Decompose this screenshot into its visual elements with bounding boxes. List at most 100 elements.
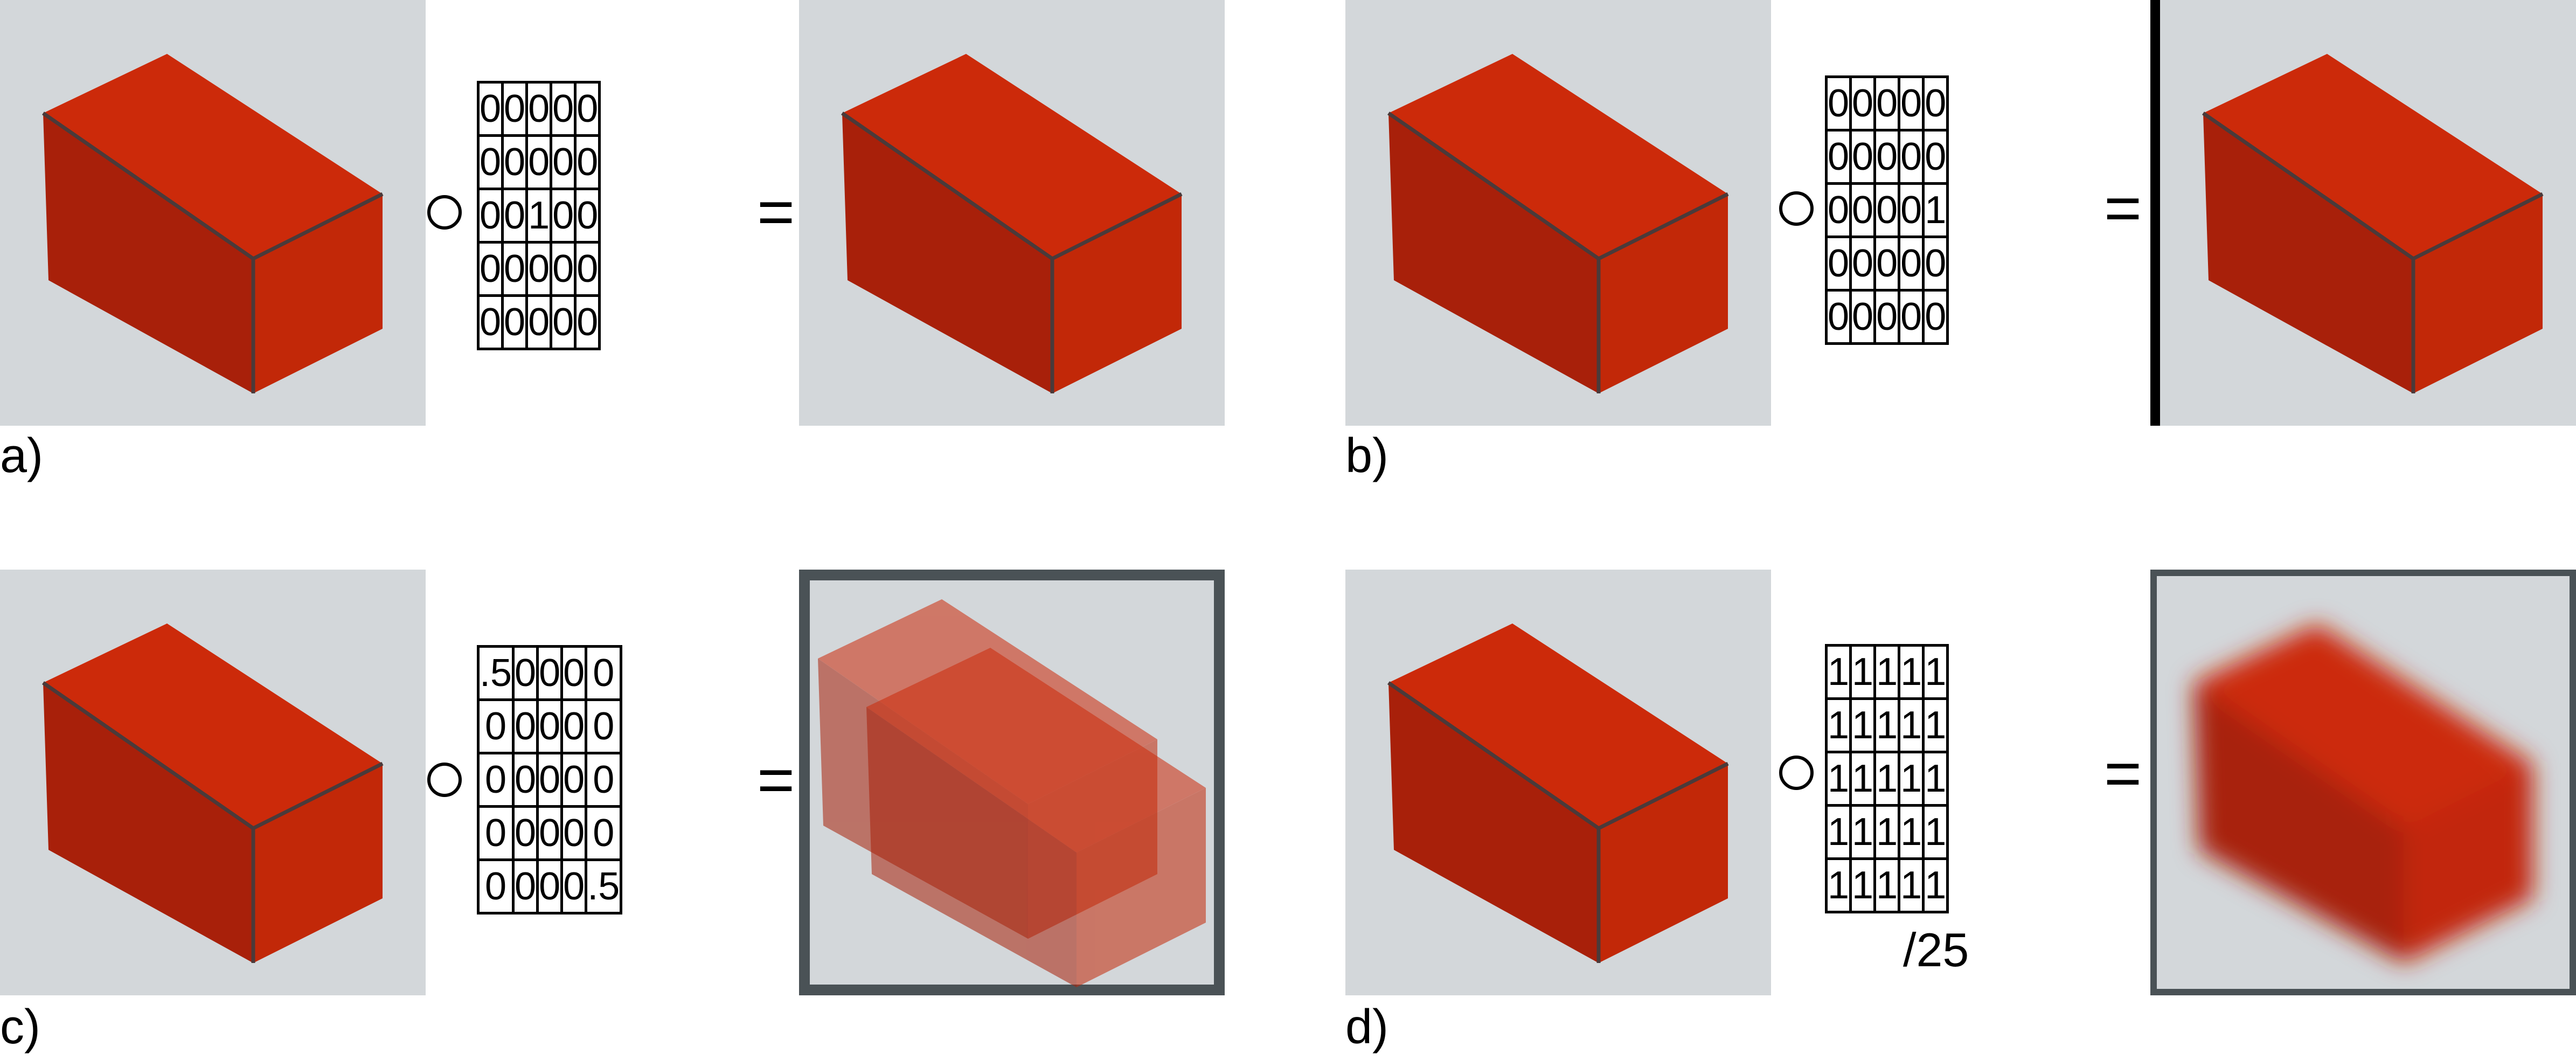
- kernel-cell: 0: [1849, 235, 1877, 292]
- kernel-cell: 0: [1824, 182, 1852, 238]
- kernel-cell: 0: [560, 858, 588, 914]
- kernel-cell: 1: [1898, 644, 1925, 700]
- brick-image-identity: [799, 0, 1225, 426]
- equals-operator: =: [2104, 737, 2142, 809]
- kernel-cell: 0: [574, 294, 601, 350]
- kernel-cell: 0: [550, 294, 577, 350]
- kernel-cell: 1: [1849, 857, 1877, 913]
- kernel-cell: 0: [476, 81, 504, 137]
- kernel-cell: 0: [560, 645, 588, 701]
- kernel-cell: 0: [1849, 289, 1877, 345]
- kernel-cell: 0: [574, 241, 601, 297]
- panel-label: c): [0, 1000, 40, 1054]
- kernel-cell: 0: [476, 294, 504, 350]
- kernel-cell: 1: [1922, 697, 1949, 753]
- kernel-cell: 1: [1898, 751, 1925, 807]
- kernel-cell: 0: [550, 134, 577, 190]
- brick-image-blurred: [2150, 570, 2576, 995]
- kernel-cell: 1: [1922, 804, 1949, 860]
- kernel-cell: 1: [1873, 697, 1901, 753]
- kernel-cell: 0: [585, 805, 623, 861]
- input-image: [1345, 570, 1771, 995]
- result-image: [799, 570, 1225, 995]
- kernel-cell: 1: [1922, 751, 1949, 807]
- kernel-cell: 1: [1898, 697, 1925, 753]
- input-image: [0, 0, 426, 426]
- kernel-cell: 0: [536, 645, 564, 701]
- kernel-cell: 0: [1898, 289, 1925, 345]
- kernel-cell: 1: [1873, 644, 1901, 700]
- convolve-operator: [1779, 191, 1814, 226]
- kernel-cell: 0: [574, 81, 601, 137]
- kernel-cell: 0: [525, 134, 553, 190]
- result-image: [799, 0, 1225, 426]
- kernel-cell: 0: [536, 805, 564, 861]
- convolve-operator: [427, 195, 462, 230]
- kernel-cell: 0: [536, 858, 564, 914]
- kernel-cell: 0: [1873, 129, 1901, 185]
- kernel-cell: 0: [512, 858, 539, 914]
- kernel-cell: 0: [476, 805, 515, 861]
- kernel-cell: 0: [1922, 289, 1949, 345]
- brick-image: [1345, 0, 1771, 426]
- kernel-cell: 0: [512, 698, 539, 754]
- kernel-cell: 1: [1824, 857, 1852, 913]
- kernel-cell: 0: [512, 645, 539, 701]
- panel-label: b): [1345, 429, 1389, 483]
- kernel-cell: 0: [585, 645, 623, 701]
- kernel-cell: 0: [1898, 182, 1925, 238]
- kernel-cell: .5: [585, 858, 623, 914]
- kernel-cell: 0: [1824, 75, 1852, 131]
- kernel-cell: 0: [476, 698, 515, 754]
- brick-image-double: [799, 570, 1225, 995]
- kernel-cell: 0: [574, 188, 601, 244]
- kernel-cell: 0: [501, 81, 529, 137]
- kernel-cell: 0: [476, 241, 504, 297]
- kernel-cell: 0: [501, 241, 529, 297]
- kernel-cell: 0: [560, 805, 588, 861]
- kernel-cell: 0: [1873, 75, 1901, 131]
- kernel-cell: 0: [574, 134, 601, 190]
- kernel-cell: 0: [1922, 235, 1949, 292]
- kernel-cell: 0: [476, 188, 504, 244]
- kernel-cell: 0: [476, 134, 504, 190]
- kernel-cell: 1: [1873, 751, 1901, 807]
- kernel-cell: 0: [560, 698, 588, 754]
- kernel-cell: 1: [1824, 804, 1852, 860]
- kernel-divisor: /25: [1903, 923, 1969, 976]
- kernel-cell: 0: [476, 858, 515, 914]
- panel-label: d): [1345, 1000, 1389, 1054]
- kernel-cell: 0: [501, 134, 529, 190]
- brick-image: [0, 570, 426, 995]
- equals-operator: =: [757, 744, 795, 816]
- input-image: [1345, 0, 1771, 426]
- kernel-cell: 0: [501, 294, 529, 350]
- panel-label: a): [0, 429, 44, 483]
- brick-image-shifted: [2150, 0, 2576, 426]
- convolve-operator: [427, 763, 462, 797]
- kernel-cell: 0: [536, 698, 564, 754]
- convolve-operator: [1779, 756, 1814, 790]
- kernel-cell: 0: [525, 294, 553, 350]
- kernel-cell: 0: [1873, 289, 1901, 345]
- kernel-cell: 0: [560, 752, 588, 808]
- kernel-cell: 1: [1873, 857, 1901, 913]
- result-image: [2150, 570, 2576, 995]
- kernel-cell: 0: [512, 805, 539, 861]
- kernel-cell: 0: [550, 81, 577, 137]
- kernel-cell: 0: [536, 752, 564, 808]
- kernel-cell: 1: [1922, 644, 1949, 700]
- kernel-cell: 1: [1849, 697, 1877, 753]
- brick-image: [0, 0, 426, 426]
- kernel-cell: 0: [1824, 235, 1852, 292]
- kernel-cell: 0: [501, 188, 529, 244]
- kernel-cell: 0: [1922, 75, 1949, 131]
- kernel-cell: 1: [1849, 644, 1877, 700]
- kernel-cell: 1: [1898, 857, 1925, 913]
- kernel-cell: 0: [1849, 75, 1877, 131]
- kernel-cell: 1: [1824, 644, 1852, 700]
- kernel-cell: 0: [1898, 235, 1925, 292]
- kernel-cell: 0: [1824, 129, 1852, 185]
